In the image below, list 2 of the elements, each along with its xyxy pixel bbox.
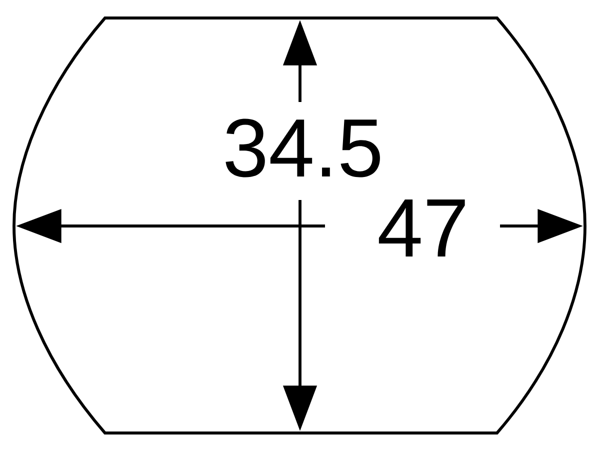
dimension-label: 47 bbox=[378, 200, 465, 256]
dimension-label: 34.5 bbox=[226, 118, 380, 178]
